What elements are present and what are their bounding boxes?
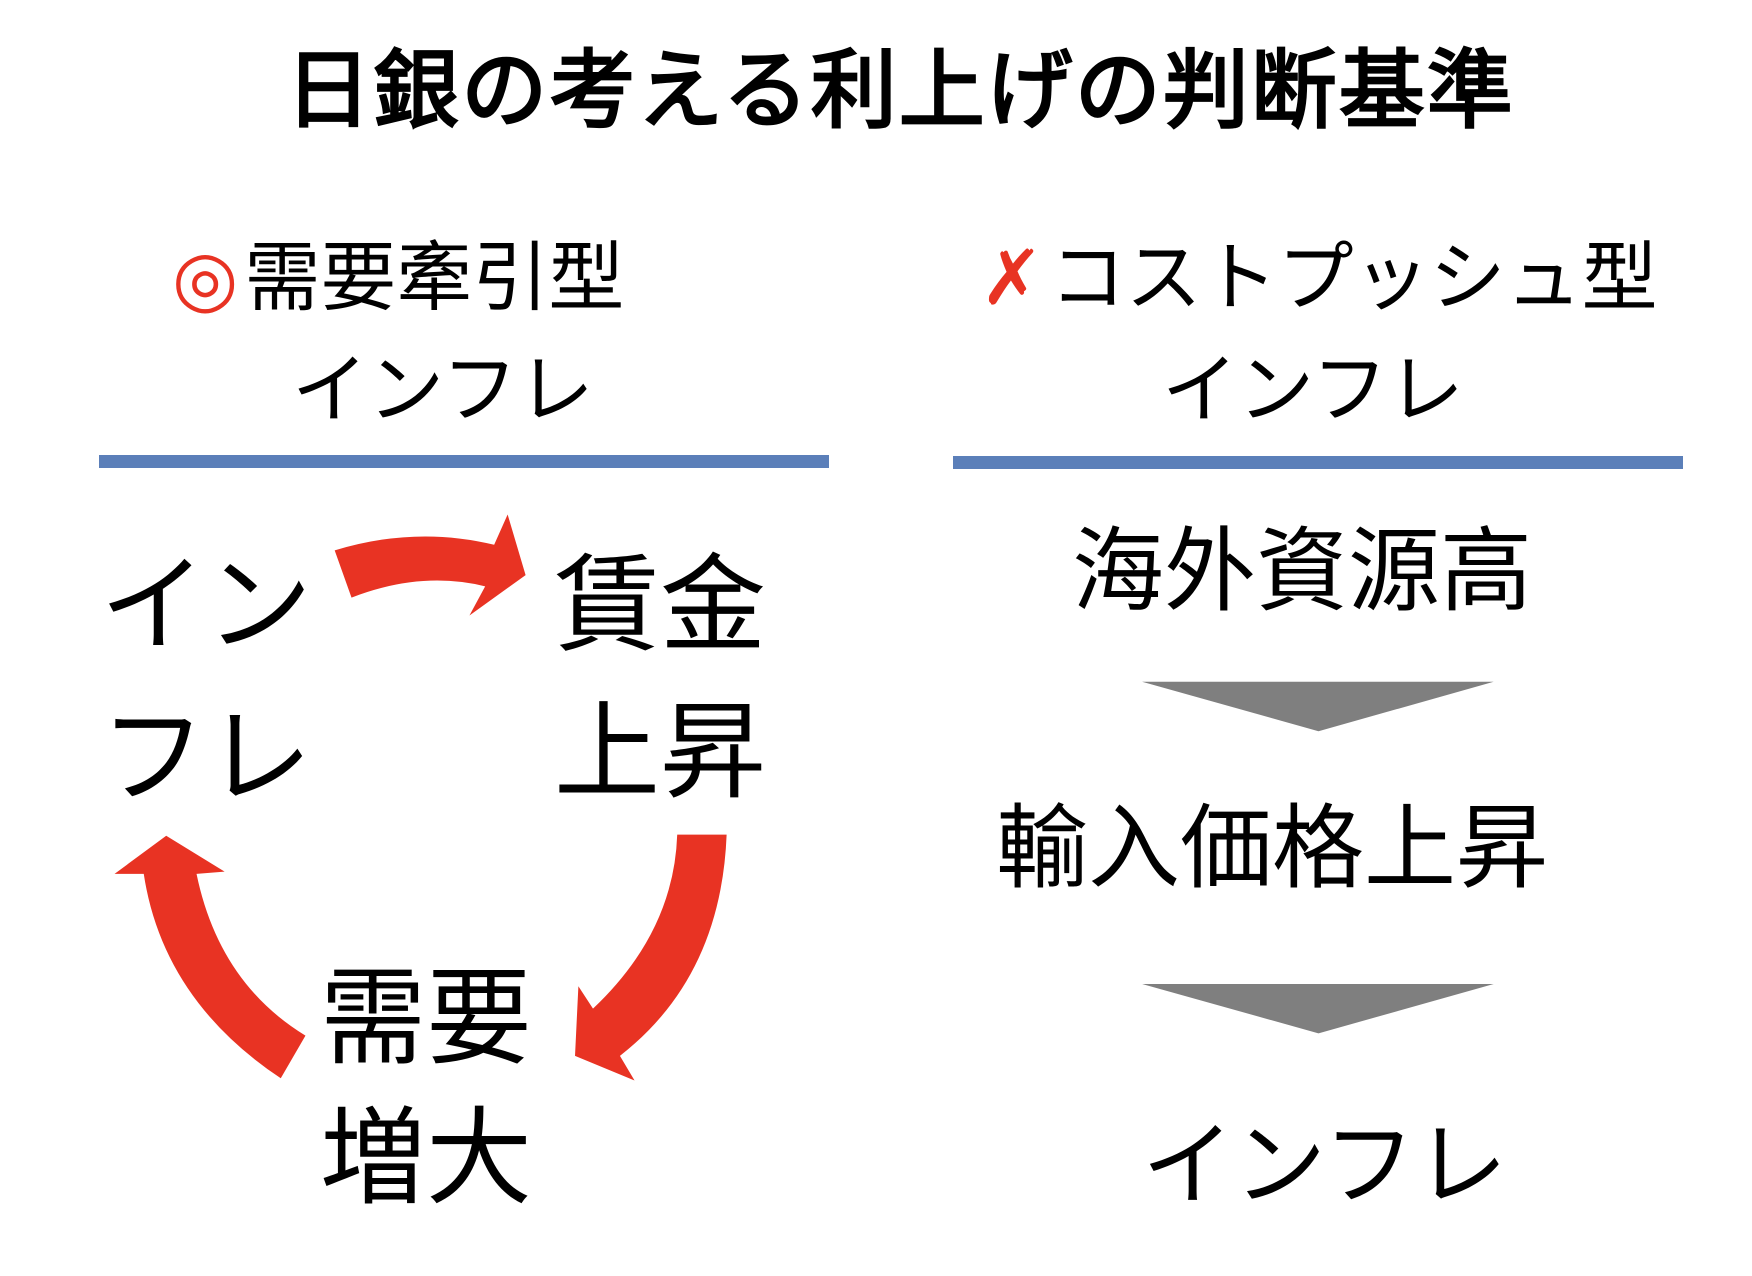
arrow-wages-to-demand: [575, 834, 727, 1081]
cycle-inflation-line2: フレ: [100, 696, 312, 819]
left-divider: [99, 455, 829, 468]
cycle-inflation-line1: イン: [100, 544, 312, 667]
flow-step-inflation: インフレ: [1142, 1112, 1508, 1219]
demand-pull-heading: ◎需要牽引型: [172, 240, 624, 316]
flow-step-resources: 海外資源高: [1072, 518, 1533, 625]
cycle-demand-line1: 需要: [320, 957, 532, 1080]
cycle-demand-line2: 増大: [320, 1097, 532, 1220]
down-arrow-1: [1142, 681, 1494, 732]
cost-push-heading: ✗コストプッシュ型: [980, 240, 1658, 316]
arrow-demand-to-inflation: [114, 835, 306, 1079]
double-circle-icon: ◎: [172, 233, 239, 322]
flow-step-import-prices: 輸入価格上昇: [996, 795, 1549, 902]
cross-mark-icon: ✗: [980, 233, 1044, 322]
arrow-inflation-to-wages: [334, 514, 526, 616]
cycle-wages-line1: 賃金: [554, 544, 766, 667]
right-divider: [953, 456, 1683, 469]
page-title: 日銀の考える利上げの判断基準: [285, 41, 1515, 141]
demand-pull-label: 需要牽引型: [244, 233, 625, 322]
cost-push-subheading: インフレ: [1162, 345, 1464, 434]
down-arrow-2: [1142, 983, 1494, 1034]
cost-push-label: コストプッシュ型: [1049, 233, 1658, 322]
cycle-wages-line2: 上昇: [554, 691, 766, 814]
demand-pull-subheading: インフレ: [292, 345, 594, 434]
